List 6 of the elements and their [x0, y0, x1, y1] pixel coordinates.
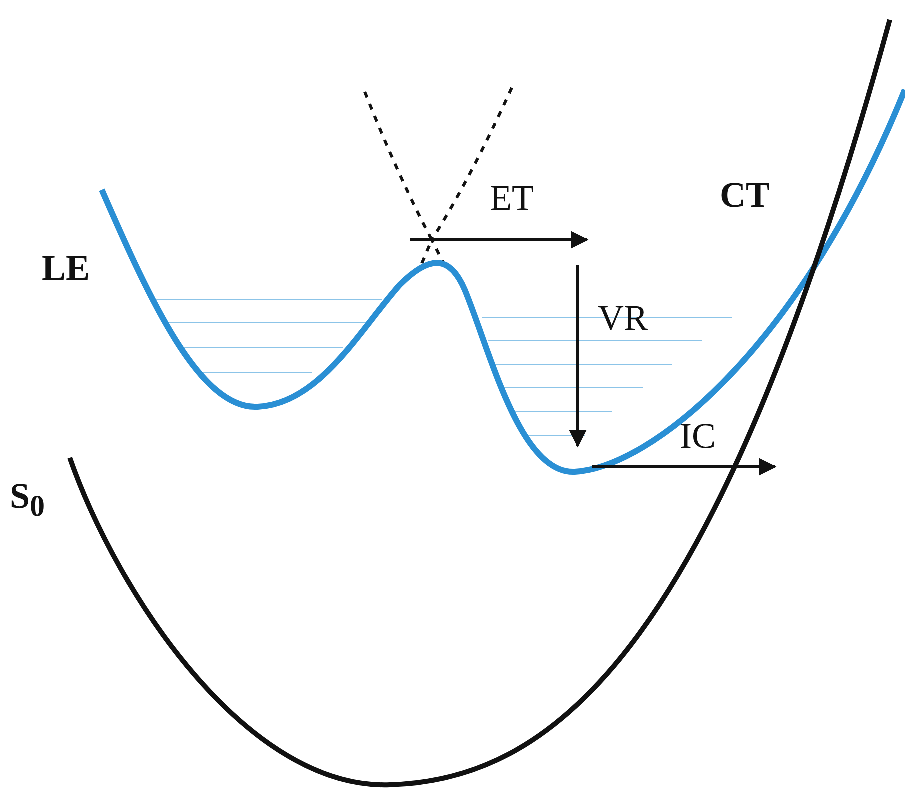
process-label: VR	[598, 300, 648, 336]
process-label: IC	[680, 418, 716, 454]
curve-label: CT	[720, 177, 770, 213]
process-label: ET	[490, 180, 534, 216]
curve-label: S$_{0}$	[10, 478, 46, 522]
curve-label: LE	[42, 250, 90, 286]
